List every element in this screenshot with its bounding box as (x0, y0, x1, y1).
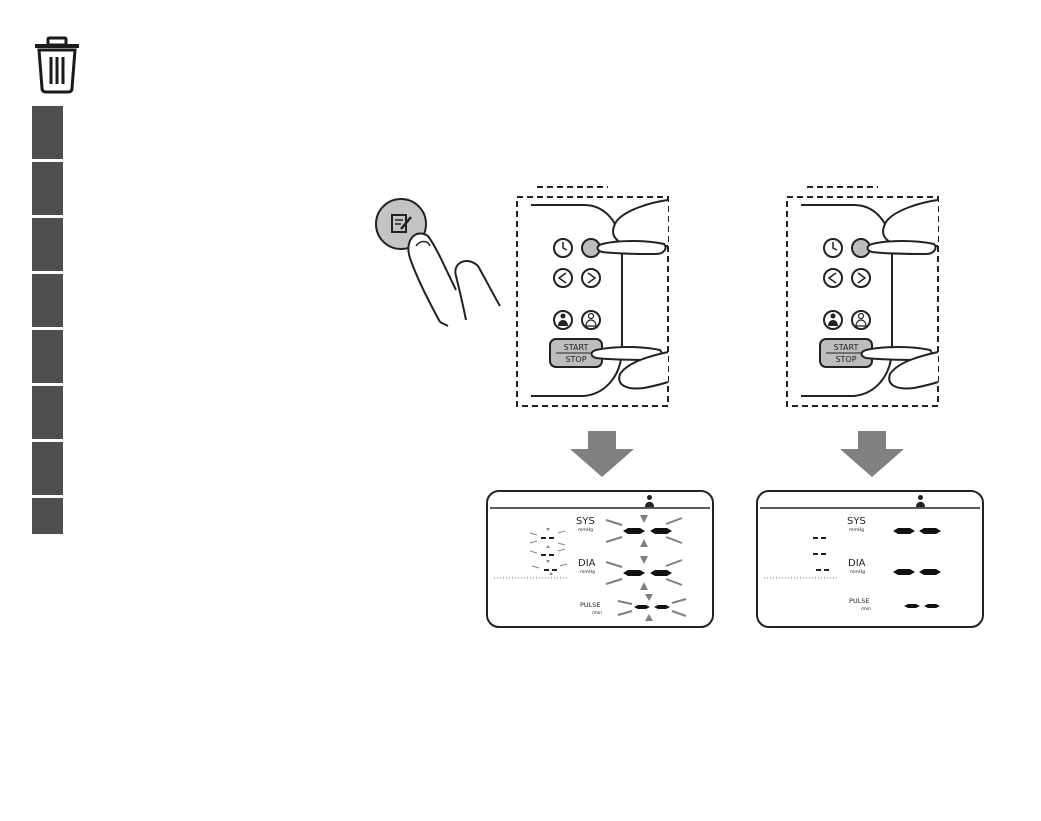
left-arrow-icon (554, 269, 572, 287)
device-panel-left: START STOP (517, 187, 668, 406)
dia-unit: mmHg (580, 569, 595, 575)
sys-unit: mmHg (578, 527, 593, 533)
pulse-unit: /min (592, 610, 602, 616)
pulse-label: PULSE (849, 597, 870, 605)
down-arrow-icon (840, 431, 904, 477)
start-label: START (834, 343, 859, 352)
left-arrow-icon (824, 269, 842, 287)
dia-label: DIA (578, 558, 596, 569)
device-panel-right: START STOP (787, 187, 938, 406)
user-icon (645, 495, 654, 507)
stop-label: STOP (565, 355, 586, 364)
trash-can-icon (35, 38, 79, 92)
start-label: START (564, 343, 589, 352)
stop-label: STOP (835, 355, 856, 364)
pulse-label: PULSE (580, 601, 601, 609)
sys-label: SYS (847, 516, 866, 527)
right-arrow-icon (852, 269, 870, 287)
sys-unit: mmHg (849, 527, 864, 533)
right-arrow-icon (582, 269, 600, 287)
sys-label: SYS (576, 516, 595, 527)
dia-label: DIA (848, 558, 866, 569)
memo-button-illustration (376, 199, 500, 326)
down-arrow-icon (570, 431, 634, 477)
pulse-unit: /min (861, 606, 871, 612)
lcd-display-left: SYS mmHg DIA mmHg PULSE /min (487, 491, 713, 627)
dia-unit: mmHg (850, 569, 865, 575)
lcd-display-right: SYS mmHg DIA mmHg PULSE /min (757, 491, 983, 627)
